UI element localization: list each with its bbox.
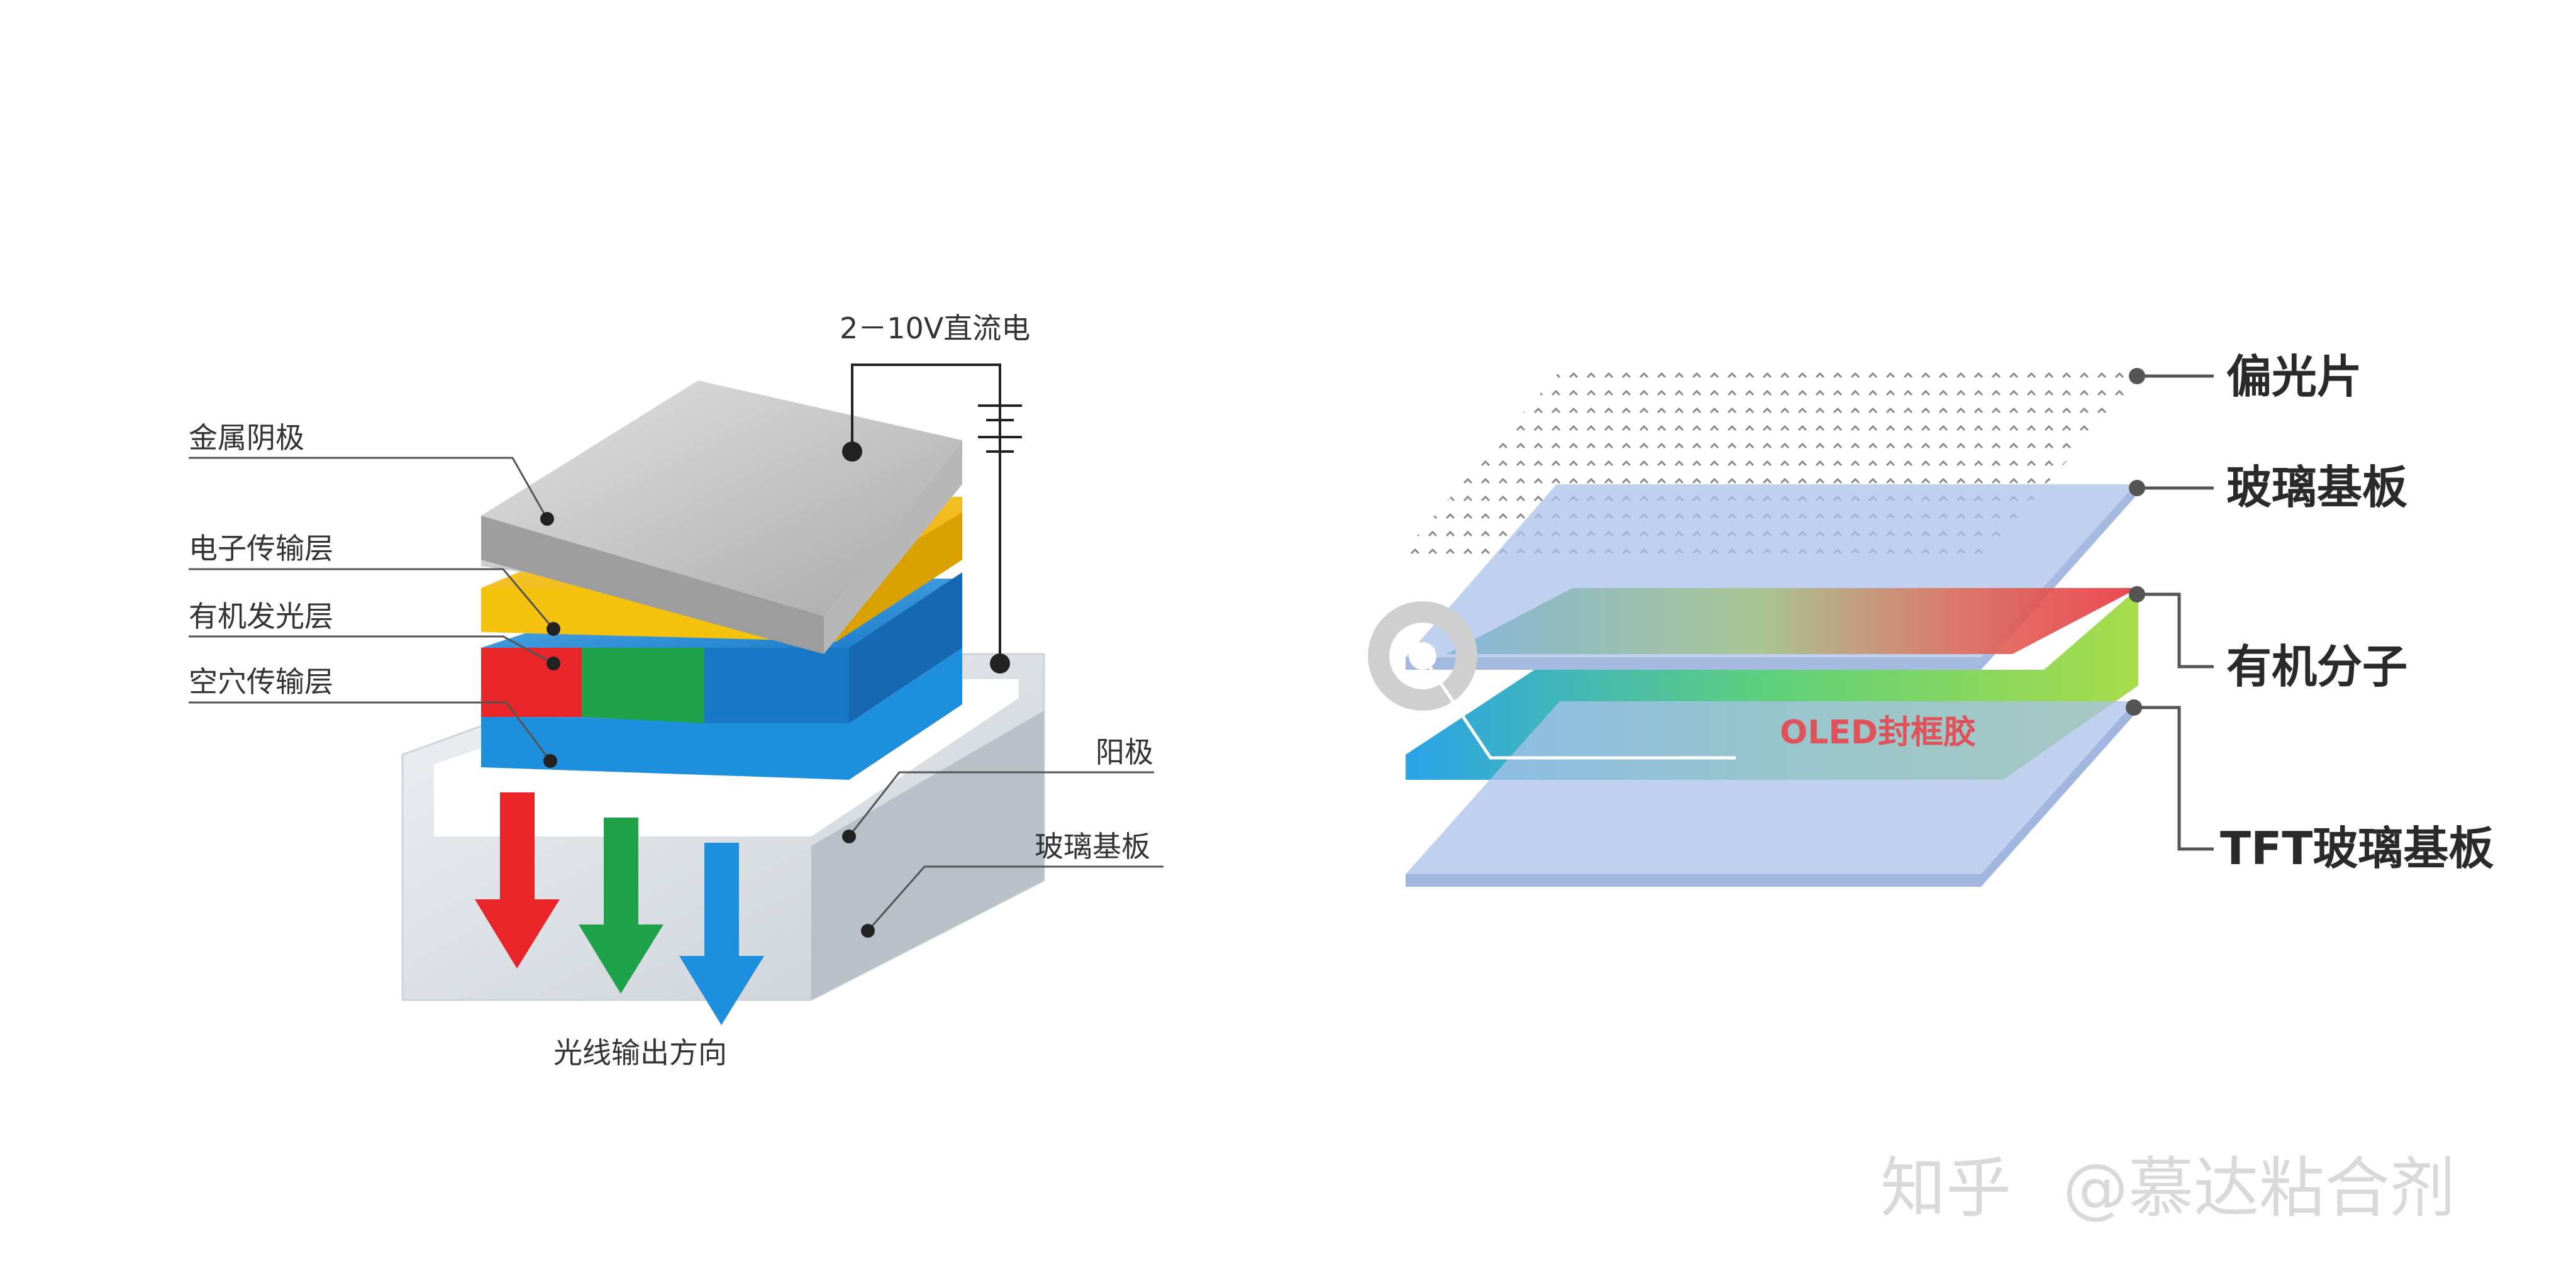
eml-side: [849, 572, 962, 723]
glass-label: 玻璃基板: [2226, 461, 2407, 514]
green-light-arrow: [579, 818, 663, 994]
anode-label: 阳极: [1096, 735, 1153, 769]
substrate-label: 玻璃基板: [1035, 830, 1150, 863]
eml-blue: [704, 648, 849, 723]
watermark-author: @慕达粘合剂: [2063, 1150, 2455, 1226]
blue-light-arrow: [679, 843, 764, 1025]
eml-label: 有机发光层: [189, 599, 333, 633]
watermark-site: 知乎: [1880, 1150, 2011, 1226]
red-light-arrow: [475, 792, 560, 969]
sealant-leader: [1421, 655, 1736, 760]
sealant-label: OLED封框胶: [1780, 714, 1976, 752]
voltage-label: 2－10V直流电: [840, 311, 1030, 345]
polarizer-label: 偏光片: [2226, 350, 2362, 403]
cathode-side: [481, 516, 824, 654]
circuit-wire: [851, 364, 1001, 660]
right-leader-dots: [2126, 368, 2145, 716]
left-oled-stack: 2－10V直流电 金属阴极 电子传输层 有机发光层 空穴传输层 阳极 玻璃基板 …: [189, 311, 1163, 1070]
organic-label: 有机分子: [2226, 640, 2407, 693]
right-leader-lines: [2132, 374, 2214, 851]
tft-glass-substrate: [1406, 701, 2135, 874]
eml-green: [582, 648, 704, 723]
etl-label: 电子传输层: [189, 531, 333, 565]
light-output-label: 光线输出方向: [553, 1036, 727, 1070]
watermark: 知乎 @慕达粘合剂: [1880, 1150, 2455, 1226]
organic-layer-top: [1446, 588, 2138, 654]
left-leader-dots: [540, 512, 875, 938]
right-oled-stack: OLED封框胶 偏光片 玻璃基板 有机分子 TFT玻璃基板: [1368, 350, 2494, 887]
htl-layer: [481, 648, 962, 780]
battery-icon: [978, 404, 1022, 453]
tft-label: TFT玻璃基板: [2220, 822, 2494, 875]
sealant-marker: [1368, 601, 1477, 711]
htl-label: 空穴传输层: [189, 665, 333, 699]
cathode-label: 金属阴极: [189, 421, 304, 455]
cathode-terminal: [842, 441, 862, 462]
etl-side: [836, 513, 962, 641]
left-leader-lines: [189, 457, 1163, 931]
anode-terminal: [990, 653, 1010, 674]
eml-red: [481, 648, 582, 717]
cathode-right: [824, 440, 962, 654]
